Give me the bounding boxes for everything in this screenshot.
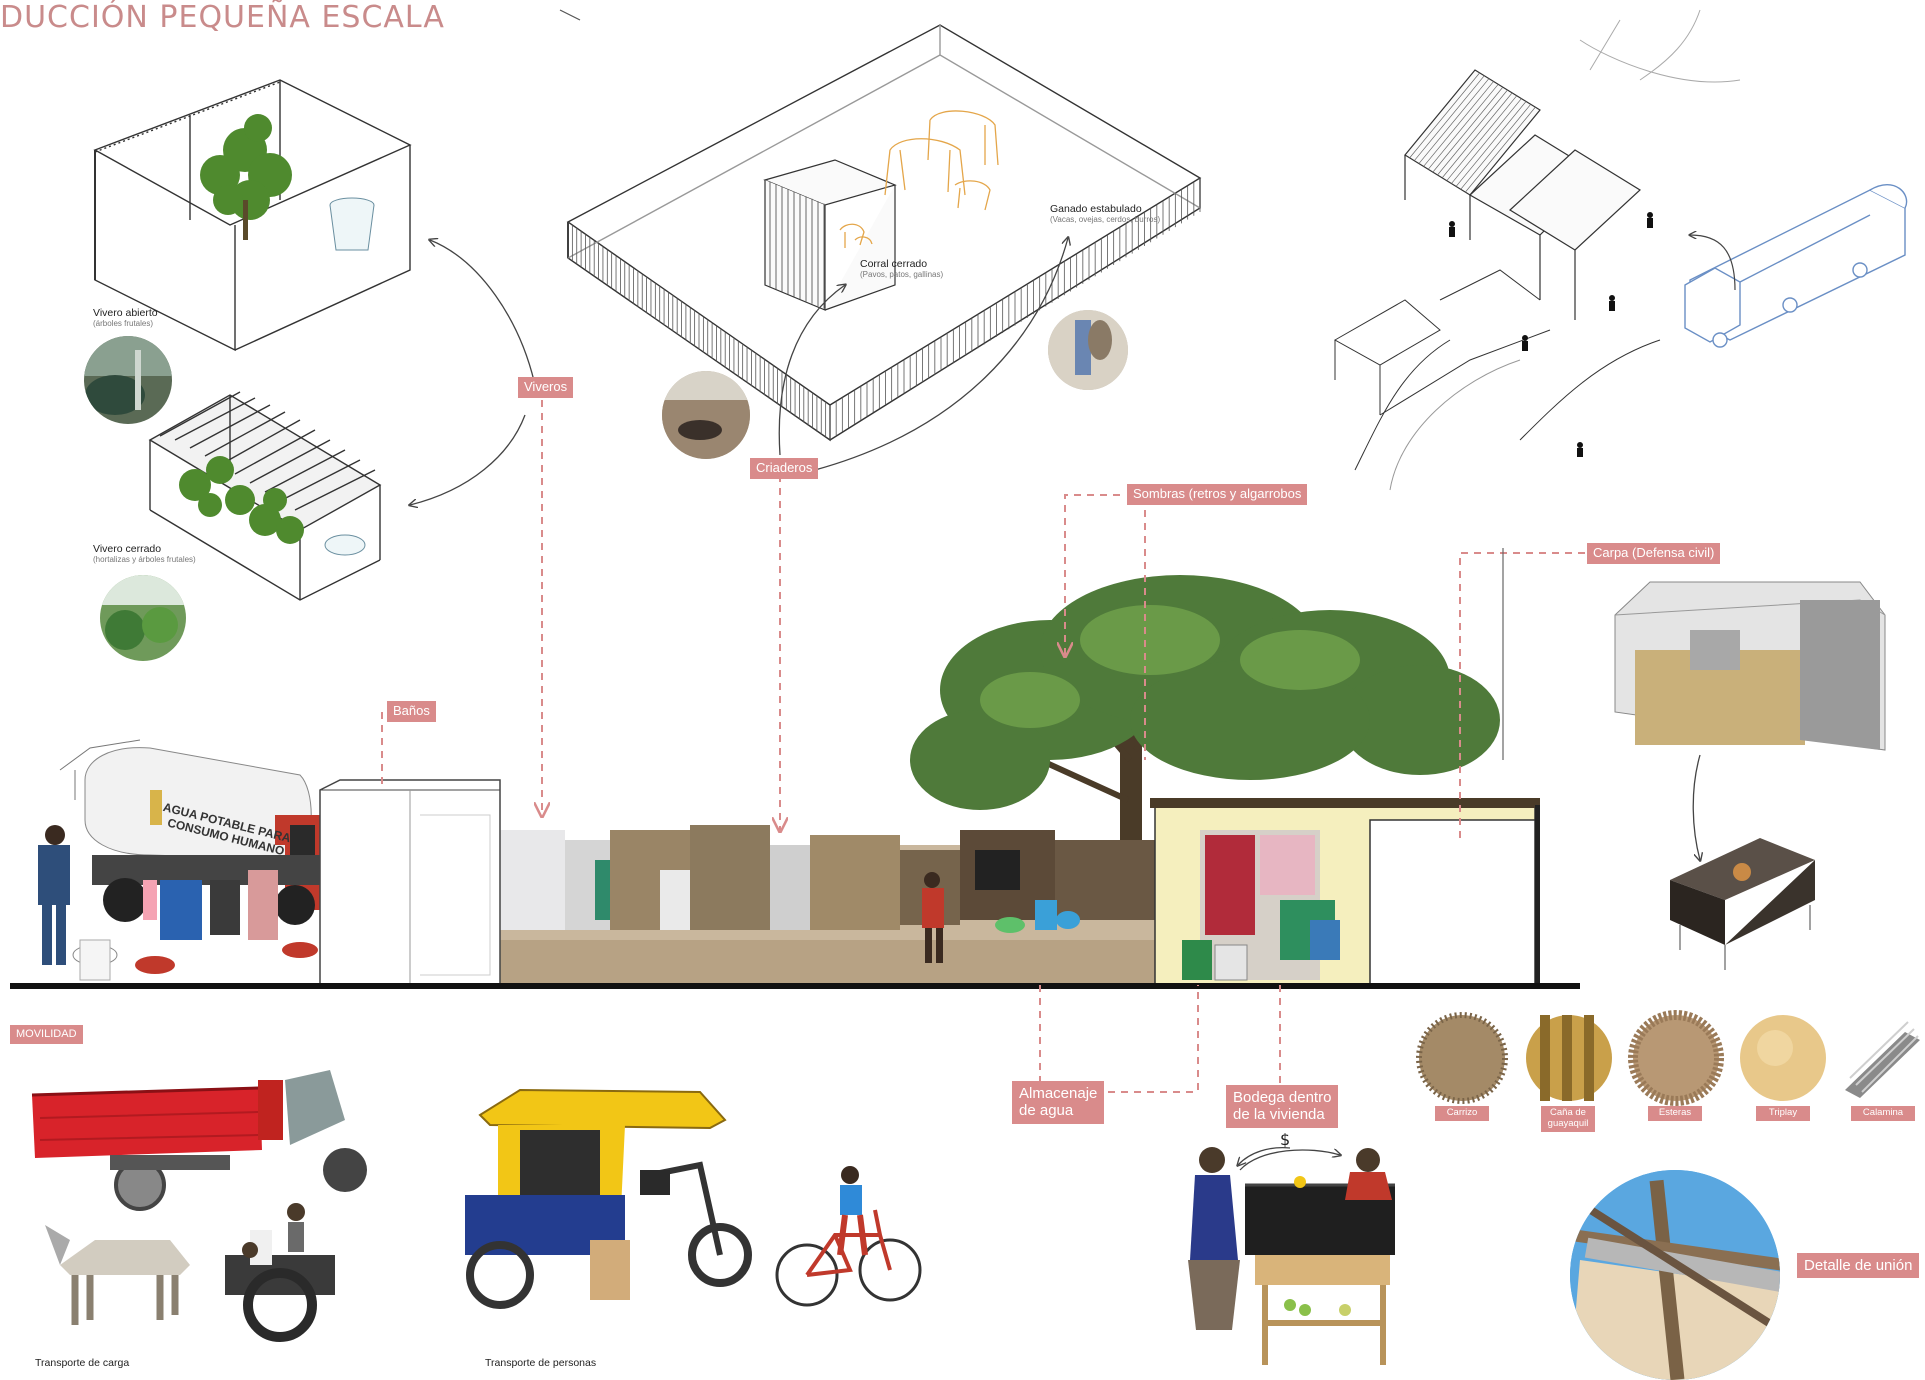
basins <box>995 900 1080 933</box>
carpa-bed <box>1670 838 1815 970</box>
banos-booth <box>319 779 501 986</box>
material-label-triplay: Triplay <box>1756 1106 1810 1121</box>
vivero-abierto-tree <box>200 114 292 240</box>
house-sketch <box>1404 69 1641 320</box>
material-label-cana: Caña de guayaquil <box>1541 1106 1595 1132</box>
caption-corral: Corral cerrado (Pavos, patos, gallinas) <box>860 258 943 279</box>
water-truck <box>59 739 325 925</box>
label-detalle: Detalle de unión <box>1797 1253 1920 1279</box>
bucket-icon <box>329 197 375 251</box>
corral-slats <box>769 182 825 309</box>
caption-vivero-abierto-sub: (árboles frutales) <box>93 319 154 328</box>
corral-photo <box>662 371 750 459</box>
page-title: DUCCIÓN PEQUEÑA ESCALA <box>0 0 445 35</box>
tank-icon <box>324 534 366 556</box>
caption-ganado: Ganado estabulado (Vacas, ovejas, cerdos… <box>1050 203 1160 224</box>
label-almacenaje: Almacenaje de agua <box>1012 1081 1105 1124</box>
corral-cerrado-sketch <box>763 159 897 311</box>
material-calamina <box>1845 1021 1920 1098</box>
label-carpa: Carpa (Defensa civil) <box>1587 543 1721 564</box>
vivero-cerrado-plants <box>179 456 304 544</box>
caption-vivero-cerrado: Vivero cerrado (hortalizas y árboles fru… <box>93 543 196 564</box>
ganado-sketch <box>839 110 999 248</box>
caption-corral-sub: (Pavos, patos, gallinas) <box>860 270 944 279</box>
people-figures <box>1449 212 1653 457</box>
material-label-esteras: Esteras <box>1648 1106 1702 1121</box>
criaderos-arrow-right <box>814 238 1068 471</box>
caption-vivero-cerrado-title: Vivero cerrado <box>93 543 162 555</box>
criaderos-arrow-left <box>778 285 845 456</box>
cargo-mototaxi <box>31 1070 367 1211</box>
carpa-tent <box>1614 581 1886 751</box>
house-roof-lines <box>1409 72 1536 193</box>
caption-vivero-abierto: Vivero abierto (árboles frutales) <box>93 307 158 328</box>
vivero-cerrado-photo <box>100 575 186 661</box>
caption-corral-title: Corral cerrado <box>860 258 928 270</box>
material-triplay <box>1740 1015 1826 1101</box>
detalle-photo <box>1570 1170 1780 1380</box>
water-truck-sketch <box>1684 184 1908 348</box>
passenger-mototaxi <box>465 1088 752 1309</box>
label-viveros: Viveros <box>518 377 574 398</box>
ganado-photo <box>1048 310 1128 390</box>
caption-vivero-cerrado-sub: (hortalizas y árboles frutales) <box>93 555 196 564</box>
truck-arrow <box>1690 235 1736 291</box>
site-outline <box>1333 9 1761 491</box>
material-label-carrizo: Carrizo <box>1435 1106 1489 1121</box>
label-movilidad: MOVILIDAD <box>10 1025 83 1044</box>
label-banos: Baños <box>387 701 436 722</box>
sketch-mark <box>559 9 581 21</box>
material-label-calamina: Calamina <box>1851 1106 1915 1121</box>
money-symbol: $ <box>1280 1130 1291 1149</box>
truck-crowd <box>38 825 318 981</box>
money-arrow-back <box>1238 1146 1291 1165</box>
viveros-arrow-down <box>410 414 526 505</box>
caption-ganado-title: Ganado estabulado <box>1050 203 1142 215</box>
money-arrow <box>1239 1150 1340 1171</box>
bodega-building <box>1150 798 1540 986</box>
material-carrizo <box>1416 1012 1508 1104</box>
caption-transporte-carga: Transporte de carga <box>35 1357 130 1369</box>
vivero-abierto-sketch <box>93 79 412 352</box>
donkey-cart <box>45 1203 335 1342</box>
caption-transporte-personas: Transporte de personas <box>485 1357 597 1369</box>
corral-fence-hatch <box>567 178 1201 441</box>
vivero-abierto-photo <box>84 336 172 424</box>
material-esteras <box>1628 1010 1724 1106</box>
bodega-scene <box>1188 1147 1395 1365</box>
label-sombras: Sombras (retros y algarrobos <box>1127 484 1308 505</box>
child-bicycle <box>775 1166 922 1307</box>
ground-line <box>10 983 1580 989</box>
walking-person <box>922 872 944 963</box>
carpa-arrow <box>1692 754 1700 860</box>
viveros-arrow-up <box>430 240 536 386</box>
label-criaderos: Criaderos <box>750 458 819 479</box>
label-bodega: Bodega dentro de la vivienda <box>1226 1085 1339 1128</box>
material-cana <box>1526 1015 1612 1101</box>
caption-vivero-abierto-title: Vivero abierto <box>93 307 158 319</box>
caption-ganado-sub: (Vacas, ovejas, cerdos, burros) <box>1050 215 1161 224</box>
